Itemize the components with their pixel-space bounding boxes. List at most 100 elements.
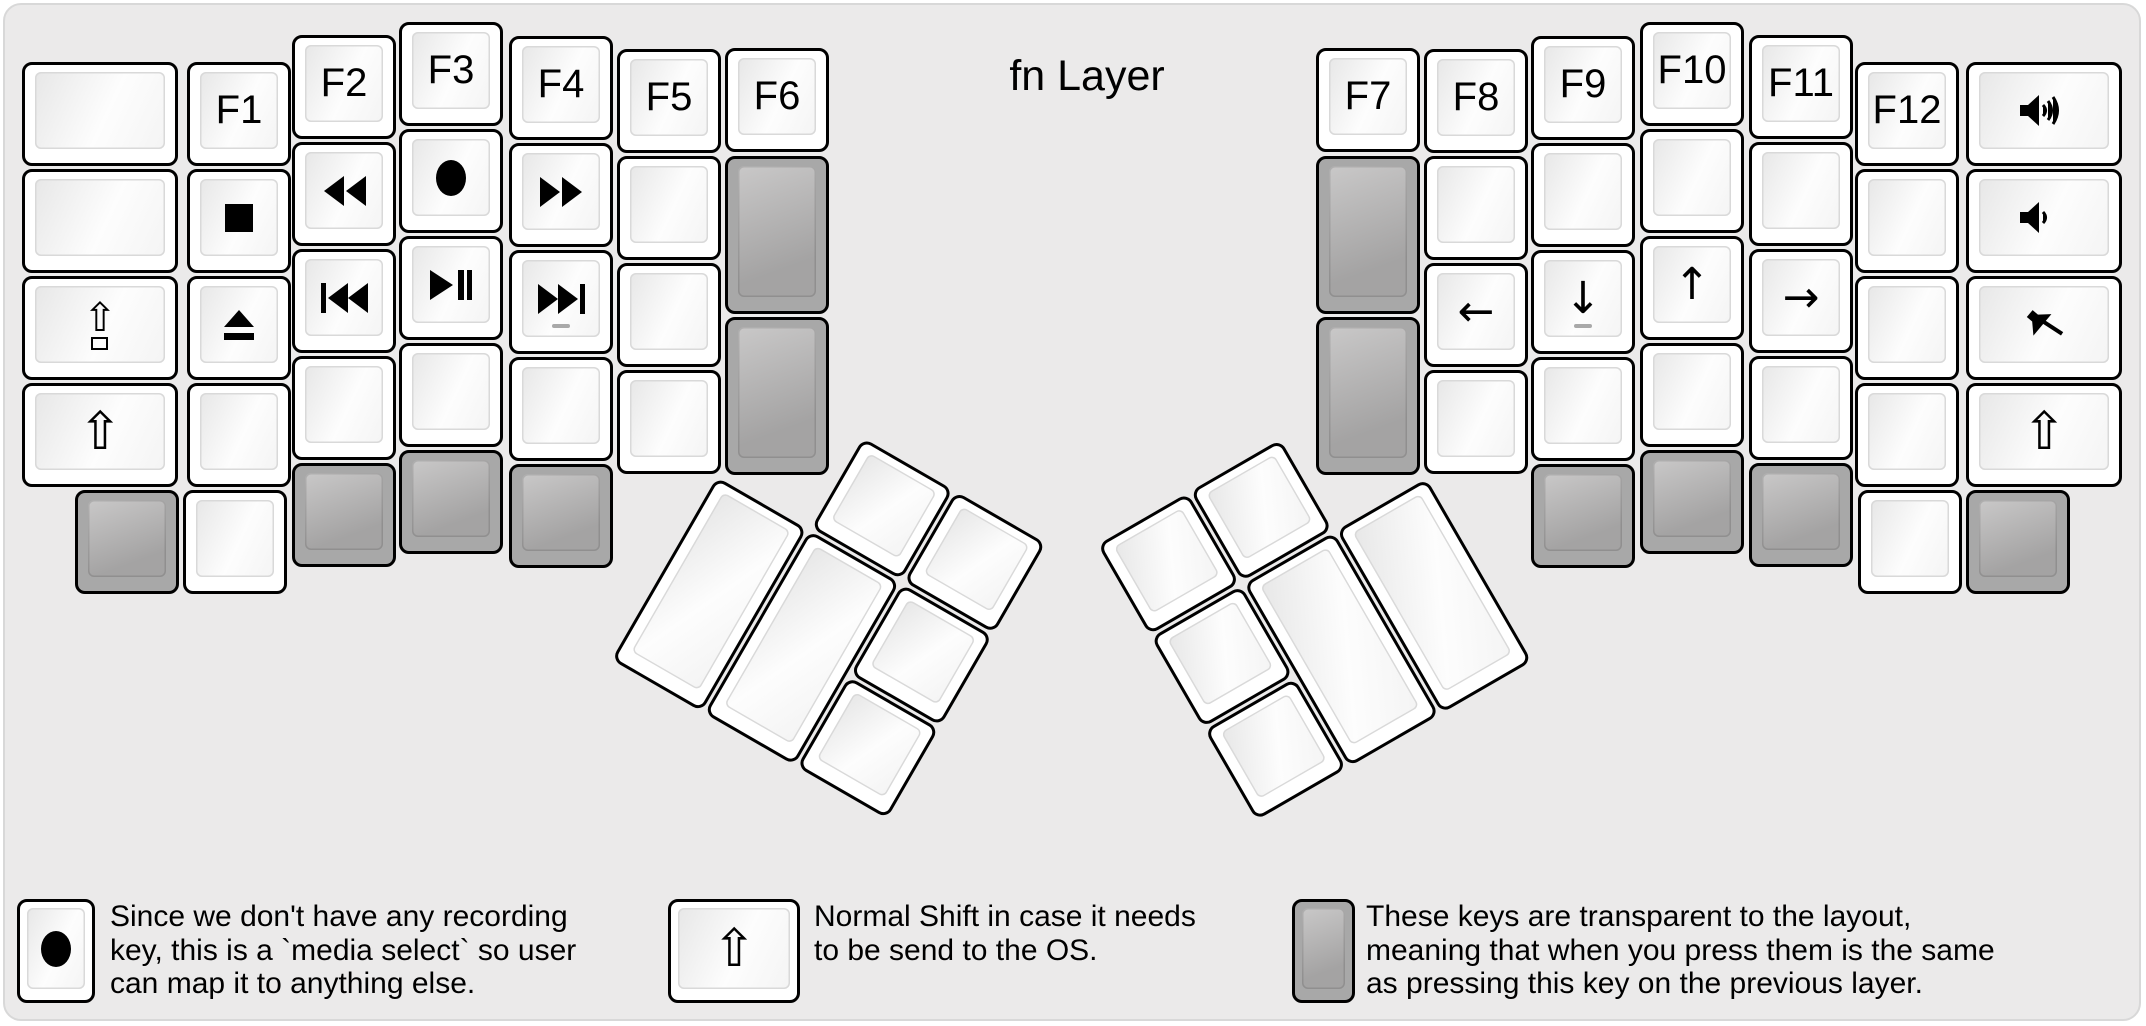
key-voldown (1966, 169, 2122, 273)
keytop (35, 72, 165, 149)
legend-item-text: Since we don't have any recording key, t… (110, 900, 577, 1000)
transparent-key-icon (1292, 899, 1355, 1003)
key-f8: F8 (1424, 49, 1528, 153)
key-transparent (509, 464, 613, 568)
keytop (1871, 500, 1949, 577)
key-blank (1749, 356, 1853, 460)
key-blank (617, 156, 721, 260)
key-label: F4 (537, 62, 585, 106)
key-transparent (1531, 464, 1635, 568)
keytop (200, 179, 278, 256)
keytop: ↓ (1544, 260, 1622, 337)
key-f9: F9 (1531, 36, 1635, 140)
keytop (923, 506, 1030, 613)
keytop: ⇧ (1979, 393, 2109, 470)
caps-lock-icon: ⇧ (83, 298, 117, 350)
keytop: F10 (1653, 32, 1731, 109)
key-label: F2 (320, 61, 368, 105)
key-blank (1855, 276, 1959, 380)
keytop (870, 599, 977, 705)
keytop (738, 166, 816, 297)
keytop (1437, 166, 1515, 243)
shift-icon: ⇧ (78, 401, 122, 462)
key-label: F8 (1452, 75, 1500, 119)
key-blank (617, 370, 721, 474)
shift-icon: ⇧ (2022, 401, 2066, 462)
key-f2: F2 (292, 35, 396, 139)
shift-key-icon: ⇧ (668, 899, 800, 1003)
keytop (27, 908, 85, 989)
key-mute (1966, 276, 2122, 380)
key-down: ↓ (1531, 250, 1635, 354)
key-blank (509, 357, 613, 461)
key-prev (292, 249, 396, 353)
key-label: F10 (1657, 48, 1727, 92)
volume-down-icon (2020, 201, 2047, 233)
key-blank (1640, 343, 1744, 447)
key-stop (187, 169, 291, 273)
key-caps: ⇧ (22, 276, 178, 380)
key-record (399, 129, 503, 233)
keytop: ⇧ (678, 908, 790, 989)
key-f11: F11 (1749, 35, 1853, 139)
layer-title: fn Layer (1009, 52, 1165, 100)
key-left: ← (1424, 263, 1528, 367)
stop-icon (225, 203, 253, 232)
key-volup (1966, 62, 2122, 166)
keytop (1979, 72, 2109, 149)
key-right: → (1749, 249, 1853, 353)
fast-forward-icon (539, 176, 582, 207)
keytop (830, 452, 937, 559)
key-blank (1640, 129, 1744, 233)
legend-item-text: Normal Shift in case it needs to be send… (814, 900, 1196, 967)
key-transparent (1316, 317, 1420, 475)
keytop (1762, 366, 1840, 443)
key-blank (399, 343, 503, 447)
key-transparent (399, 450, 503, 554)
keytop (1437, 380, 1515, 457)
key-eject (187, 276, 291, 380)
key-blank (1531, 357, 1635, 461)
keytop (1762, 473, 1840, 550)
arrow-left-icon: ← (1457, 285, 1495, 337)
homing-bar (552, 324, 570, 328)
keytop: F6 (738, 58, 816, 135)
key-f7: F7 (1316, 48, 1420, 152)
key-blank (1424, 156, 1528, 260)
keytop: F7 (1329, 58, 1407, 135)
keytop: F2 (305, 45, 383, 122)
keytop (1544, 474, 1622, 551)
keytop (305, 259, 383, 336)
keytop (1544, 367, 1622, 444)
key-blank (1858, 490, 1962, 594)
keytop (305, 473, 383, 550)
key-f4: F4 (509, 36, 613, 140)
keytop: F3 (412, 32, 490, 109)
keytop (1329, 327, 1407, 458)
key-blank (1855, 169, 1959, 273)
key-f10: F10 (1640, 22, 1744, 126)
key-f1: F1 (187, 62, 291, 166)
keytop (738, 327, 816, 458)
key-label: F6 (753, 74, 801, 118)
previous-track-icon (320, 282, 368, 313)
keytop (1868, 393, 1946, 470)
keytop (1206, 454, 1313, 561)
keytop (630, 380, 708, 457)
record-key-icon (17, 899, 95, 1003)
key-label: F5 (645, 75, 693, 119)
legend-item-text: These keys are transparent to the layout… (1366, 900, 1995, 1000)
keytop (522, 474, 600, 551)
mute-icon (2026, 309, 2064, 336)
keytop: → (1762, 259, 1840, 336)
keytop: ⇧ (35, 286, 165, 363)
shift-icon: ⇧ (712, 918, 756, 979)
keytop (412, 246, 490, 323)
key-blank (1424, 370, 1528, 474)
key-transparent (1640, 450, 1744, 554)
key-transparent (75, 490, 179, 594)
key-label: F11 (1768, 61, 1834, 105)
key-playpause (399, 236, 503, 340)
keytop (1979, 179, 2109, 256)
